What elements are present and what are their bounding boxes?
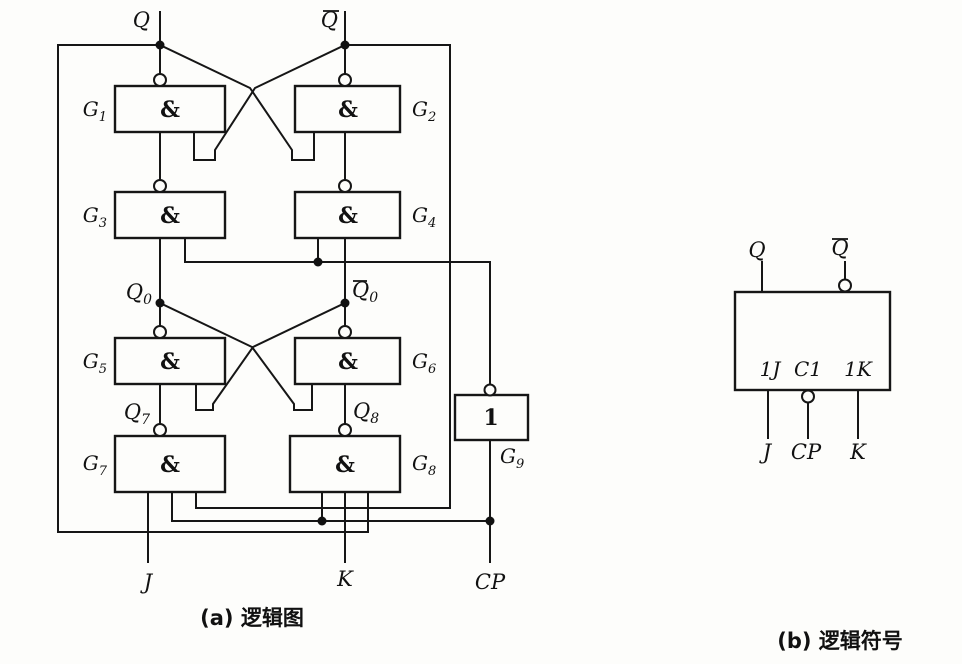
- label-j: J: [140, 570, 154, 594]
- junction-cp: [485, 516, 495, 526]
- wire-cpbar-net: [184, 237, 491, 386]
- gate-label-g1: G1: [83, 97, 107, 125]
- bubble-g3-icon: [153, 179, 167, 193]
- gate-symbols: & & & & & & & & 1: [160, 97, 499, 478]
- inversion-bubbles: [153, 73, 497, 437]
- caption-b: (b) 逻辑符号: [777, 629, 903, 653]
- gate-symbol-g6: &: [338, 349, 358, 375]
- symbol-pin-c1: C1: [794, 357, 822, 381]
- label-qbar: Q: [321, 8, 338, 32]
- junction-cp-g8: [317, 516, 327, 526]
- caption-a: (a) 逻辑图: [200, 606, 304, 630]
- gate-symbol-g7: &: [160, 452, 180, 478]
- captions: (a) 逻辑图 (b) 逻辑符号: [200, 606, 903, 653]
- signal-labels: Q Q Q0 Q0 Q7 Q8 J K CP: [124, 8, 506, 594]
- symbol-label-j: J: [759, 440, 773, 464]
- label-k: K: [336, 567, 354, 591]
- wire-q0-to-g6: [158, 301, 313, 411]
- gate-label-g2: G2: [412, 97, 436, 125]
- bubble-g8-icon: [338, 423, 352, 437]
- symbol-body: [733, 290, 892, 392]
- label-q8: Q8: [353, 399, 379, 427]
- junction-dots: [155, 40, 495, 526]
- symbol-label-qbar: Q: [831, 236, 848, 260]
- gate-label-g3: G3: [83, 203, 107, 231]
- gate-label-g7: G7: [83, 451, 108, 479]
- bubble-g7-icon: [153, 423, 167, 437]
- symbol-label-k: K: [849, 440, 867, 464]
- label-cp: CP: [475, 570, 506, 594]
- gate-g7: [113, 434, 227, 494]
- gate-symbol-g4: &: [338, 203, 358, 229]
- junction-qbar: [340, 40, 350, 50]
- symbol-label-q: Q: [748, 238, 765, 262]
- symbol-pin-1k: 1K: [844, 357, 873, 381]
- gate-g1: [113, 84, 227, 134]
- symbol-pin-1j: 1J: [760, 357, 782, 381]
- bubble-g5-icon: [153, 325, 167, 339]
- gate-labels: G1 G2 G3 G4 G5 G6 G7 G8 G9: [83, 97, 525, 479]
- gate-label-g8: G8: [412, 451, 436, 479]
- wire-qbar-to-g1: [193, 43, 347, 161]
- junction-q0: [155, 298, 165, 308]
- wire-cp-horizontal: [171, 491, 491, 522]
- symbol-label-cp: CP: [791, 440, 822, 464]
- bubble-g6-icon: [338, 325, 352, 339]
- symbol-cp-bubble-icon: [801, 389, 815, 404]
- bubble-g2-icon: [338, 73, 352, 87]
- symbol-qbar-bubble-icon: [838, 278, 852, 293]
- bubble-g9-icon: [483, 383, 497, 397]
- bubble-g1-icon: [153, 73, 167, 87]
- junction-cpbar-g4: [313, 257, 323, 267]
- label-qbar0: Q0: [352, 278, 378, 306]
- wire-q-feedback: [57, 44, 369, 533]
- gate-label-g6: G6: [412, 349, 436, 377]
- gate-symbol-g3: &: [160, 203, 180, 229]
- gate-symbol-g2: &: [338, 97, 358, 123]
- junction-q: [155, 40, 165, 50]
- gate-symbol-g8: &: [335, 452, 355, 478]
- gate-bodies: [113, 84, 530, 494]
- gate-label-g4: G4: [412, 203, 436, 231]
- wire-qbar0-to-g5: [195, 301, 347, 411]
- wire-qbar-feedback: [195, 44, 451, 509]
- label-q0: Q0: [126, 280, 152, 308]
- logic-symbol: Q Q 1J C1 1K J CP K: [733, 236, 892, 464]
- gate-symbol-g5: &: [160, 349, 180, 375]
- gate-g3: [113, 190, 227, 240]
- wire-q-to-g2: [158, 43, 315, 161]
- connection-wires: [57, 11, 491, 563]
- gate-symbol-g9: 1: [483, 405, 498, 431]
- gate-symbol-g1: &: [160, 97, 180, 123]
- junction-qbar0: [340, 298, 350, 308]
- label-q7: Q7: [124, 400, 150, 428]
- label-q: Q: [133, 8, 150, 32]
- gate-label-g5: G5: [83, 349, 107, 377]
- gate-label-g9: G9: [500, 444, 524, 472]
- bubble-g4-icon: [338, 179, 352, 193]
- gate-g5: [113, 336, 227, 386]
